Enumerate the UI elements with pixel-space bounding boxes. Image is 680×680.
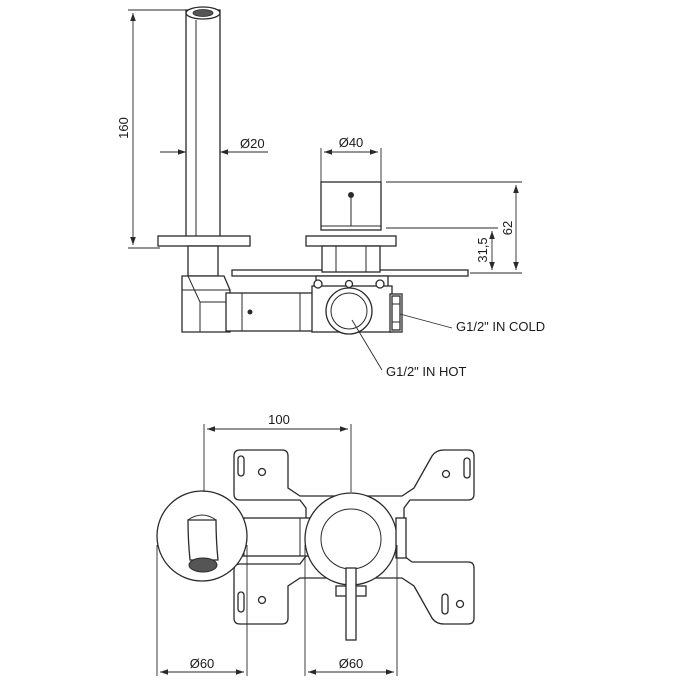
dim-spout-diameter-label: Ø20: [240, 136, 265, 151]
dimension-spout-height: 160: [116, 9, 186, 249]
dimension-mixer-height: 62: [386, 181, 522, 274]
top-view: 100 Ø60 Ø60: [156, 412, 475, 676]
side-view: 160 Ø20 Ø40 62 31,5: [116, 6, 545, 379]
mixer-lever: [345, 567, 357, 641]
dimension-mixer-diameter: Ø40: [320, 135, 382, 182]
mixer-stem: [321, 245, 381, 273]
cold-inlet-fitting: [389, 293, 403, 333]
dim-mixer-diameter-label: Ø40: [339, 135, 364, 150]
label-cold-inlet: G1/2" IN COLD: [456, 319, 545, 334]
dimension-mixer-plate: Ø60: [304, 545, 398, 676]
spout-wall-plate: [157, 235, 251, 247]
mixer-plate-top: [304, 492, 407, 641]
bracket-hole: [441, 469, 451, 479]
dimension-spout-diameter: Ø20: [160, 136, 268, 155]
valve-body: [311, 275, 393, 335]
dim-mixer-height-label: 62: [500, 221, 515, 235]
dim-spout-height-label: 160: [116, 117, 131, 139]
bracket-slot: [237, 455, 245, 477]
connecting-pipe: [225, 292, 319, 332]
bracket-slot: [463, 457, 471, 479]
spout-body: [181, 245, 231, 333]
dim-mixer-offset-label: 31,5: [475, 237, 490, 262]
spout-outline: [185, 6, 221, 241]
spout-plate-top: [156, 490, 248, 582]
bracket-hole: [257, 595, 267, 605]
label-hot-inlet: G1/2" IN HOT: [386, 364, 467, 379]
callout-cold-inlet: G1/2" IN COLD: [399, 313, 545, 334]
dimension-center-distance: 100: [203, 412, 352, 492]
mixer-wall-plate: [305, 235, 397, 247]
bracket-slot: [441, 593, 449, 615]
bracket-hole: [455, 599, 465, 609]
dim-mixer-plate-label: Ø60: [339, 656, 364, 671]
hot-inlet-port: [325, 287, 373, 335]
mixer-handle: [320, 181, 382, 231]
dim-spout-plate-label: Ø60: [190, 656, 215, 671]
callout-hot-inlet: G1/2" IN HOT: [351, 319, 467, 379]
dimension-spout-plate: Ø60: [156, 545, 248, 676]
dimension-mixer-offset: 31,5: [386, 227, 498, 270]
bracket-hole: [257, 467, 267, 477]
bracket-slot: [237, 591, 245, 613]
dim-center-distance-label: 100: [268, 412, 290, 427]
